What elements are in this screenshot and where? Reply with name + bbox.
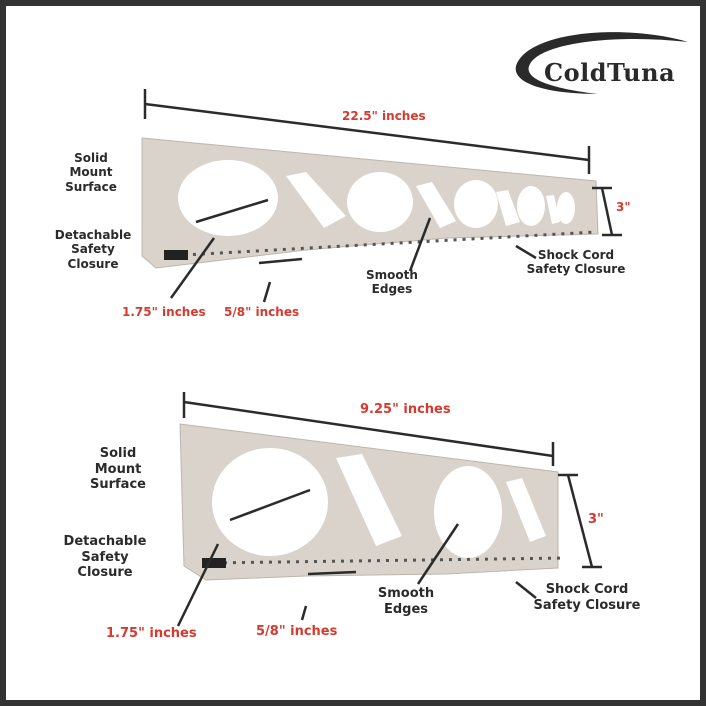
top-hole-label: 1.75" inches: [122, 305, 206, 319]
bottom-height-dimension: [558, 473, 602, 569]
bottom-width-label: 9.25" inches: [360, 402, 451, 417]
top-measure-arrows: [169, 198, 537, 303]
swoosh-icon: [515, 32, 688, 94]
top-height-label: 3": [616, 200, 631, 214]
top-slot-label: 5/8" inches: [224, 305, 300, 319]
rack-illustrations: [141, 89, 622, 627]
bottom-width-dimension: [182, 392, 555, 466]
brand-name: ColdTuna: [544, 58, 676, 87]
bottom-hole-label: 1.75" inches: [106, 626, 197, 641]
top-rack: [141, 137, 599, 269]
top-width-dimension: [143, 89, 591, 174]
top-width-label: 22.5" inches: [342, 109, 426, 123]
bottom-rack: [179, 423, 567, 581]
image-panel: ColdTuna: [6, 6, 700, 700]
bottom-slot-label: 5/8" inches: [256, 624, 338, 639]
bottom-height-label: 3": [588, 512, 604, 527]
brand-logo: ColdTuna: [508, 28, 698, 98]
bottom-measure-arrows: [176, 488, 537, 627]
top-height-dimension: [592, 186, 622, 237]
